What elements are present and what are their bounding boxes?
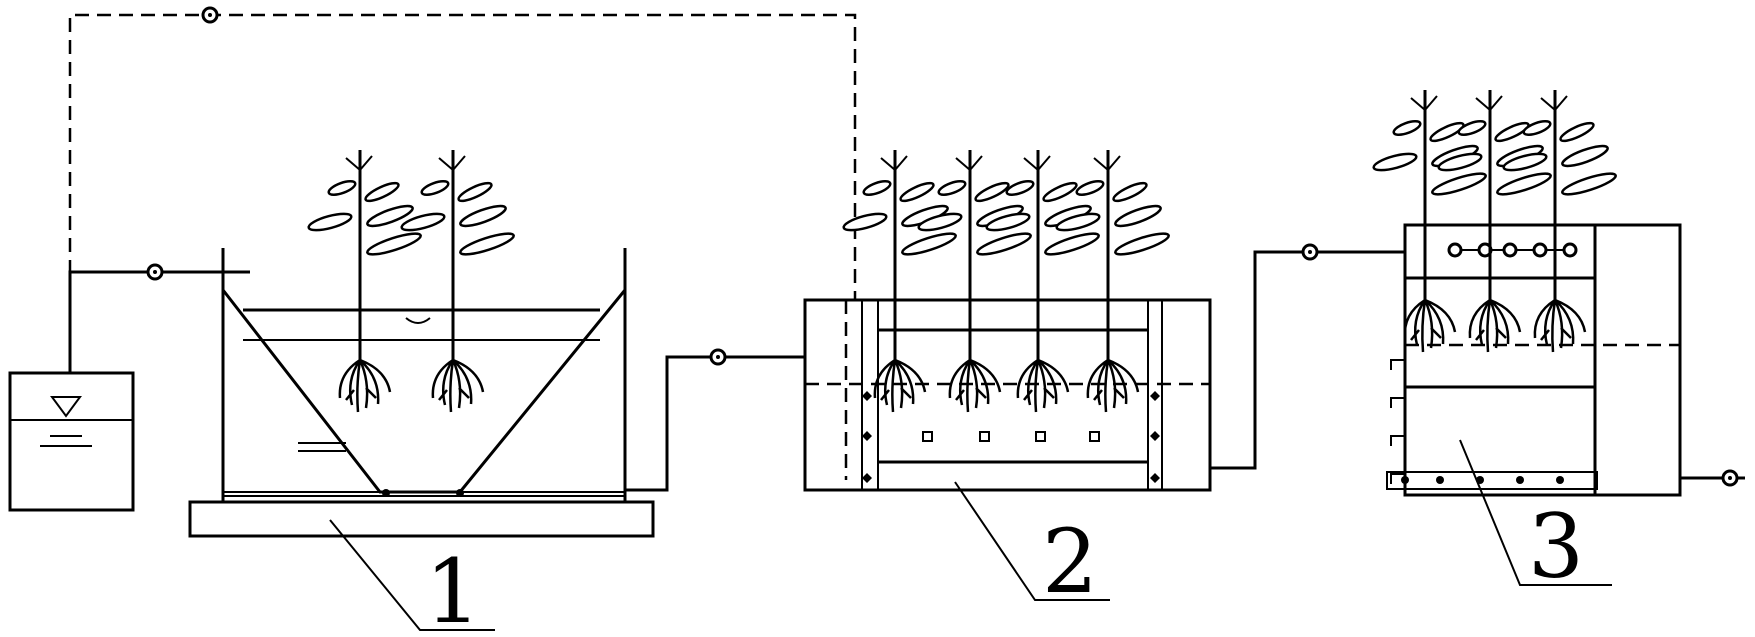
leader-line-3: [1459, 439, 1612, 586]
unit-1-plant-2: [398, 148, 517, 414]
leader-line-2: [954, 481, 1110, 601]
unit-1-funnel-tank: [188, 248, 655, 538]
feed-valve: [146, 263, 164, 281]
head-tank: [8, 371, 135, 512]
return-line-valve: [201, 6, 219, 24]
pipe-2-to-3-valve: [1301, 243, 1319, 261]
unit-2-tank: [803, 298, 1212, 492]
feed-pipe: [68, 270, 250, 373]
label-unit-2: 2: [1042, 510, 1098, 613]
return-line-dashed: [68, 13, 857, 480]
pipe-1-to-2: [625, 355, 805, 492]
unit-3-tank: [1386, 223, 1682, 497]
unit-1-plant-1: [305, 148, 424, 414]
pipe-1-to-2-valve: [709, 348, 727, 366]
label-unit-1: 1: [425, 540, 481, 637]
leader-line-1: [329, 519, 495, 631]
pipe-2-to-3: [1210, 250, 1405, 470]
label-unit-3: 3: [1528, 495, 1584, 598]
outlet-valve: [1721, 469, 1739, 487]
water-level-symbol: [50, 396, 82, 418]
